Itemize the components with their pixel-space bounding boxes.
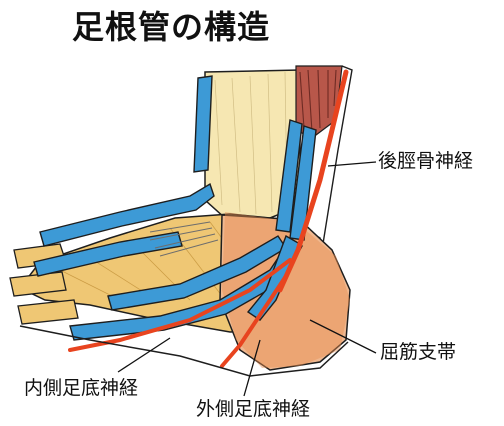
posterior-tibial-nerve [277, 69, 349, 293]
label-posterior-tibial-nerve: 後脛骨神経 [378, 150, 474, 172]
leader-retinaculum [309, 319, 377, 354]
tendon-posterior-2 [289, 125, 317, 241]
ligament-fibers [149, 221, 219, 257]
tendon-posterior-1 [275, 119, 303, 233]
sole-outline [19, 325, 349, 377]
label-lateral-plantar-nerve: 外側足底神経 [196, 398, 311, 420]
lateral-plantar-nerve-branch [220, 274, 288, 368]
leader-posterior-tibial [327, 161, 377, 167]
label-flexor-retinaculum: 屈筋支帯 [380, 341, 457, 363]
leader-lateral-plantar [243, 339, 261, 397]
label-medial-plantar-nerve: 内側足底神経 [24, 377, 139, 399]
muscle-striations [299, 69, 337, 133]
leader-medial-plantar [117, 337, 171, 373]
medial-plantar-nerve-branch [68, 258, 292, 352]
tendon-dorsal-1 [39, 182, 215, 247]
tendons [33, 75, 317, 341]
leader-lines [117, 161, 377, 397]
toes [9, 243, 79, 325]
tibia-hatching [214, 71, 288, 215]
tendon-anterior-1 [193, 75, 213, 173]
diagram-title: 足根管の構造 [72, 8, 271, 46]
tendon-dorsal-2 [33, 231, 183, 277]
